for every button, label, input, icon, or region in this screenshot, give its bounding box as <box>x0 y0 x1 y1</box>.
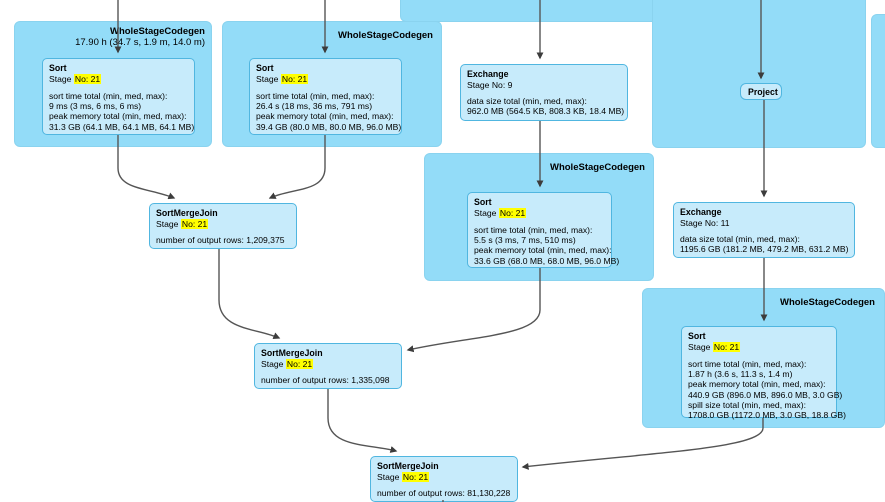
node-project[interactable]: Project <box>740 83 782 100</box>
node-sortmergejoin-bottom[interactable]: SortMergeJoin Stage No: 21 number of out… <box>370 456 518 502</box>
stage-number-highlight: No: 21 <box>712 341 741 352</box>
node-title: Exchange <box>467 69 509 79</box>
cluster-label-middle: WholeStageCodegen <box>550 162 645 173</box>
cluster-label-text: WholeStageCodegen <box>549 162 645 173</box>
node-sort-middle[interactable]: Sort Stage No: 21 sort time total (min, … <box>467 192 620 268</box>
node-stage: Stage No: 21 <box>256 73 309 84</box>
stage-number-highlight: No: 21 <box>73 73 102 84</box>
cluster-label-left: WholeStageCodegen 17.90 h (34.7 s, 1.9 m… <box>75 26 205 48</box>
node-sortmergejoin-top[interactable]: SortMergeJoin Stage No: 21 number of out… <box>149 203 297 249</box>
node-metrics: number of output rows: 81,130,228 <box>377 487 511 498</box>
stage-number-highlight: No: 21 <box>280 73 309 84</box>
node-stage: Stage No: 9 <box>467 79 513 90</box>
node-stage: Stage No: 11 <box>680 217 730 228</box>
node-exchange-stage-9[interactable]: Exchange Stage No: 9 data size total (mi… <box>460 64 628 121</box>
node-metrics: data size total (min, med, max): 962.0 M… <box>467 95 625 117</box>
cluster-label-right-bottom: WholeStageCodegen <box>780 297 875 308</box>
stage-number-highlight: No: 21 <box>498 207 527 218</box>
cluster-partial-right-edge <box>871 14 885 148</box>
node-stage: Stage No: 21 <box>261 358 314 369</box>
node-stage: Stage No: 21 <box>474 207 527 218</box>
node-metrics: number of output rows: 1,335,098 <box>261 374 390 385</box>
node-title: SortMergeJoin <box>377 461 439 471</box>
stage-number-highlight: No: 21 <box>285 358 314 369</box>
edge-smj-top-to-smj-middle <box>218 249 281 339</box>
node-metrics: sort time total (min, med, max): 1.87 h … <box>688 358 846 421</box>
node-stage: Stage No: 21 <box>156 218 209 229</box>
cluster-partial-top <box>400 0 658 22</box>
node-stage: Stage No: 21 <box>688 341 741 352</box>
cluster-partial-right-top <box>652 0 866 148</box>
node-title: Sort <box>474 197 492 207</box>
node-metrics: number of output rows: 1,209,375 <box>156 234 285 245</box>
node-metrics: sort time total (min, med, max): 9 ms (3… <box>49 90 195 132</box>
cluster-label-text: WholeStageCodegen <box>109 26 205 37</box>
stage-number-highlight: No: 21 <box>180 218 209 229</box>
node-stage: Stage No: 21 <box>49 73 102 84</box>
stage-number-highlight: No: 21 <box>401 471 430 482</box>
node-title: Exchange <box>680 207 722 217</box>
node-title: SortMergeJoin <box>156 208 218 218</box>
node-metrics: sort time total (min, med, max): 5.5 s (… <box>474 224 620 266</box>
cluster-label-text: WholeStageCodegen <box>779 297 875 308</box>
node-sortmergejoin-middle[interactable]: SortMergeJoin Stage No: 21 number of out… <box>254 343 402 389</box>
node-metrics: data size total (min, med, max): 1195.6 … <box>680 233 849 255</box>
node-title: Sort <box>49 63 67 73</box>
cluster-label-text: WholeStageCodegen <box>337 30 433 41</box>
node-sort-left[interactable]: Sort Stage No: 21 sort time total (min, … <box>42 58 195 135</box>
node-stage: Stage No: 21 <box>377 471 430 482</box>
node-exchange-stage-11[interactable]: Exchange Stage No: 11 data size total (m… <box>673 202 855 258</box>
node-sort-right-bottom[interactable]: Sort Stage No: 21 sort time total (min, … <box>681 326 846 421</box>
cluster-label-second: WholeStageCodegen <box>338 30 433 41</box>
node-sort-second[interactable]: Sort Stage No: 21 sort time total (min, … <box>249 58 402 135</box>
cluster-metric-text: 17.90 h (34.7 s, 1.9 m, 14.0 m) <box>75 37 205 48</box>
edge-smj-middle-to-smj-bottom <box>327 389 398 453</box>
node-metrics: sort time total (min, med, max): 26.4 s … <box>256 90 402 132</box>
node-title: Project <box>748 87 778 97</box>
node-title: Sort <box>256 63 274 73</box>
node-title: Sort <box>688 331 706 341</box>
node-title: SortMergeJoin <box>261 348 323 358</box>
